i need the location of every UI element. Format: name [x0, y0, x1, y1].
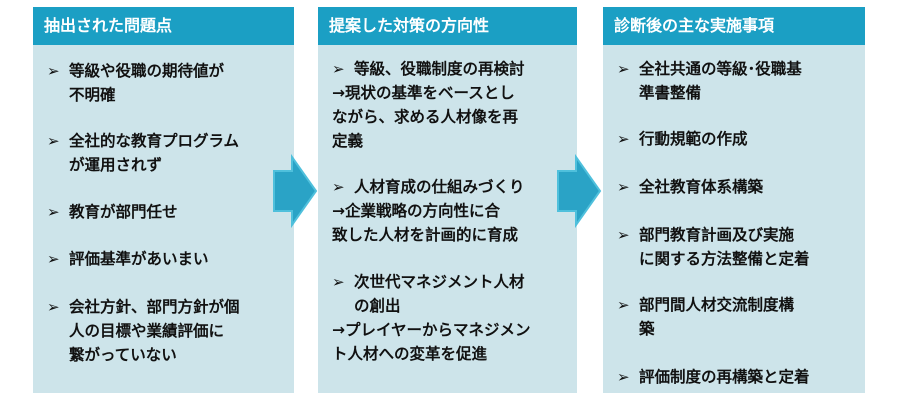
- list-item: ➢部門間人材交流制度構 築: [617, 293, 859, 341]
- bullet-arrow-icon: ➢: [332, 60, 345, 78]
- column-actions: 診断後の主な実施事項 ➢全社共通の等級･役職基 準書整備 ➢行動規範の作成 ➢全…: [603, 7, 865, 393]
- list-item: ➢部門教育計画及び実施 に関する方法整備と定着: [617, 223, 859, 271]
- bullet-arrow-icon: ➢: [47, 250, 60, 268]
- bullet-arrow-icon: ➢: [47, 132, 60, 150]
- bullet-arrow-icon: ➢: [47, 298, 60, 316]
- list-item: ➢人材育成の仕組みづくり →企業戦略の方向性に合 致した人材を計画的に育成: [332, 175, 571, 247]
- list-item: ➢行動規範の作成: [617, 127, 859, 151]
- bullet-arrow-icon: ➢: [47, 62, 60, 80]
- list-item: ➢次世代マネジメント人材 の創出 →プレイヤーからマネジメン ト人材への変革を促…: [332, 270, 571, 366]
- list-item: ➢等級や役職の期待値が 不明確: [47, 59, 288, 107]
- list-item: ➢評価制度の再構築と定着: [617, 365, 859, 389]
- bullet-arrow-icon: ➢: [617, 368, 630, 386]
- column-problems: 抽出された問題点 ➢等級や役職の期待値が 不明確 ➢全社的な教育プログラム が運…: [33, 7, 294, 393]
- flow-arrow-icon: [557, 153, 602, 229]
- bullet-arrow-icon: ➢: [617, 296, 630, 314]
- bullet-arrow-icon: ➢: [617, 226, 630, 244]
- column-header-measures: 提案した対策の方向性: [318, 7, 577, 45]
- flow-arrow-icon: [273, 153, 318, 229]
- bullet-arrow-icon: ➢: [332, 178, 345, 196]
- list-item: ➢全社共通の等級･役職基 準書整備: [617, 57, 859, 105]
- list-item: ➢等級、役職制度の再検討 →現状の基準をベースとし ながら、求める人材像を再 定…: [332, 57, 571, 153]
- list-item: ➢全社教育体系構築: [617, 175, 859, 199]
- bullet-arrow-icon: ➢: [617, 130, 630, 148]
- bullet-arrow-icon: ➢: [332, 273, 345, 291]
- bullet-arrow-icon: ➢: [617, 178, 630, 196]
- bullet-arrow-icon: ➢: [47, 203, 60, 221]
- column-header-problems: 抽出された問題点: [33, 7, 294, 45]
- column-header-actions: 診断後の主な実施事項: [603, 7, 865, 45]
- list-item: ➢教育が部門任せ: [47, 200, 288, 224]
- list-item: ➢会社方針、部門方針が個 人の目標や業績評価に 繋がっていない: [47, 295, 288, 367]
- list-item: ➢評価基準があいまい: [47, 247, 288, 271]
- bullet-arrow-icon: ➢: [617, 60, 630, 78]
- list-item: ➢全社的な教育プログラム が運用されず: [47, 129, 288, 177]
- column-measures: 提案した対策の方向性 ➢等級、役職制度の再検討 →現状の基準をベースとし ながら…: [318, 7, 577, 393]
